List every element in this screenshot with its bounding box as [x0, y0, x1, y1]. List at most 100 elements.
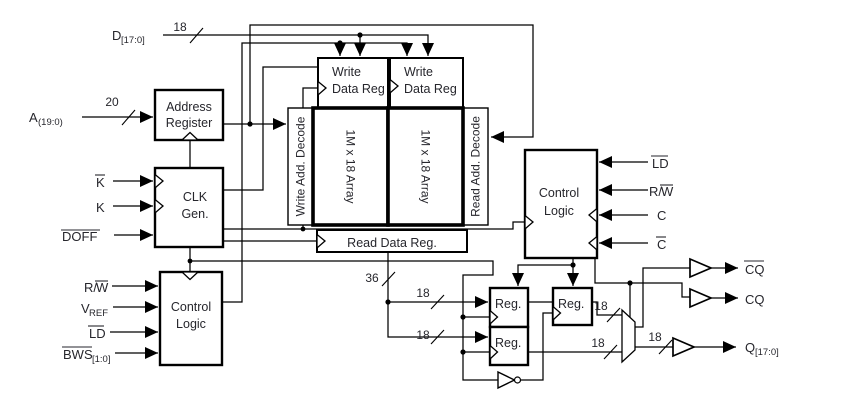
write-add-decode-block	[287, 107, 314, 226]
bus-mux-top-label: 18	[594, 299, 608, 313]
doff-label: DOFF	[62, 229, 97, 244]
address-register-label1: Address	[166, 100, 212, 114]
array1-block	[311, 106, 390, 227]
control-right-label2: Logic	[544, 204, 574, 218]
q-sub-label: [17:0]	[755, 347, 779, 358]
write-data-reg1-block	[317, 57, 389, 109]
bws-sub-label: [1:0]	[92, 354, 111, 365]
d-bus-wire	[163, 34, 434, 56]
cq-buffer-icon	[689, 287, 714, 309]
reg-b-block	[488, 325, 530, 367]
bus-slashes	[121, 27, 673, 360]
rw-w-label: W	[96, 280, 109, 295]
left-signal-labels: D [17:0] 18 A (19:0) 20 K K DOFF R/ W V …	[29, 20, 187, 365]
control-right-clock-icon	[524, 214, 535, 231]
k-label: K	[96, 200, 105, 215]
control-left-label1: Control	[171, 300, 211, 314]
output-labels: CQ CQ Q [17:0]	[744, 260, 779, 358]
clk-to-output-regs	[190, 260, 498, 381]
output-mux-shape	[621, 308, 636, 364]
control-left-label2: Logic	[176, 317, 206, 331]
reg-c-clock-icon	[552, 305, 562, 322]
array1-label: 1M x 18 Array	[344, 129, 358, 203]
junction-dots	[187, 32, 633, 355]
clk-gen-block	[153, 166, 225, 249]
bus-mux-bottom-label: 18	[591, 336, 605, 350]
cqbar-feed-wire	[635, 267, 690, 328]
bus-18a-label: 18	[416, 286, 430, 300]
cq-label: CQ	[745, 292, 765, 307]
block-labels: Address Register CLK Gen. Control Logic …	[166, 65, 585, 350]
d-bus-width: 18	[173, 20, 187, 34]
rw-right-pre-label: R/	[649, 184, 662, 199]
wdr2-label1: Write	[404, 65, 433, 79]
reg-a-label: Reg.	[495, 297, 521, 311]
control-left-clock-icon	[180, 271, 200, 281]
bus-18b-label: 18	[416, 328, 430, 342]
array2-label: 1M x 18 Array	[419, 129, 433, 203]
reg-c-label: Reg.	[558, 297, 584, 311]
wdr2-clock-icon	[389, 78, 400, 95]
d-sub-label: [17:0]	[121, 35, 145, 46]
a-label: A	[29, 110, 38, 125]
inverter-icon	[497, 370, 522, 390]
clk-gen-label2: Gen.	[181, 207, 208, 221]
bus-width-labels: 36 18 18 18 18 18	[365, 271, 662, 350]
cqbar-buffer-icon	[689, 257, 714, 279]
cqbar-label: CQ	[745, 262, 765, 277]
inverter-to-reg-c-clock	[521, 312, 553, 381]
ld-right-label: LD	[652, 156, 669, 171]
control-right-label1: Control	[539, 186, 579, 200]
wdr1-clock-icon	[317, 80, 328, 97]
cbar-label: C	[657, 237, 666, 252]
reg-b-clock-icon	[489, 344, 499, 361]
control-logic-left-block	[158, 270, 224, 367]
reg-b-label: Reg.	[495, 336, 521, 350]
c-label: C	[657, 208, 666, 223]
address-register-block	[153, 88, 225, 142]
address-register-label2: Register	[166, 116, 213, 130]
read-decode-label: Read Add. Decode	[469, 116, 483, 217]
reg-c-to-mux	[592, 301, 622, 316]
q-buffer-icon	[672, 336, 697, 358]
rdr-36-bus	[387, 252, 488, 343]
enable-reg-a	[512, 264, 573, 286]
clk-to-cq-buffer	[594, 258, 690, 298]
c-clock-icon	[587, 207, 598, 224]
bws-label: BWS	[63, 347, 93, 362]
write-decode-label: Write Add. Decode	[294, 116, 308, 216]
write-control-rail	[222, 42, 413, 303]
bus-mux-out-label: 18	[648, 330, 662, 344]
vref-label: V	[81, 301, 90, 316]
rdr-clock-icon	[316, 233, 327, 250]
wdr1-label2: Data Reg	[332, 82, 385, 96]
control-logic-right-block	[523, 148, 599, 260]
cbar-clock-icon	[587, 235, 598, 252]
bus-36-label: 36	[365, 271, 379, 285]
a-bus-width: 20	[105, 95, 119, 109]
q-label: Q	[745, 340, 755, 355]
wdr2-label2: Data Reg	[404, 82, 457, 96]
vref-sub-label: REF	[89, 308, 108, 319]
read-data-reg-label: Read Data Reg.	[347, 236, 437, 250]
reg-a-clock-icon	[489, 309, 499, 326]
a-sub-label: (19:0)	[38, 117, 63, 128]
right-signal-labels: LD R/ W C C	[649, 155, 674, 252]
read-address-rail	[249, 24, 534, 143]
wdr1-label1: Write	[332, 65, 361, 79]
rw-pre-label: R/	[84, 280, 97, 295]
array2-block	[386, 106, 465, 227]
reg-a-block	[488, 286, 530, 329]
d-label: D	[112, 28, 121, 43]
clock-input-icons	[154, 78, 598, 361]
k-clock-icon	[154, 198, 165, 215]
read-add-decode-block	[462, 107, 489, 226]
write-data-reg2-block	[389, 57, 464, 109]
kbar-clock-icon	[154, 173, 165, 190]
rw-right-w-label: W	[661, 184, 674, 199]
ld-label: LD	[89, 326, 106, 341]
addr-reg-clock-icon	[180, 131, 200, 141]
clk-gen-label1: CLK	[183, 190, 208, 204]
